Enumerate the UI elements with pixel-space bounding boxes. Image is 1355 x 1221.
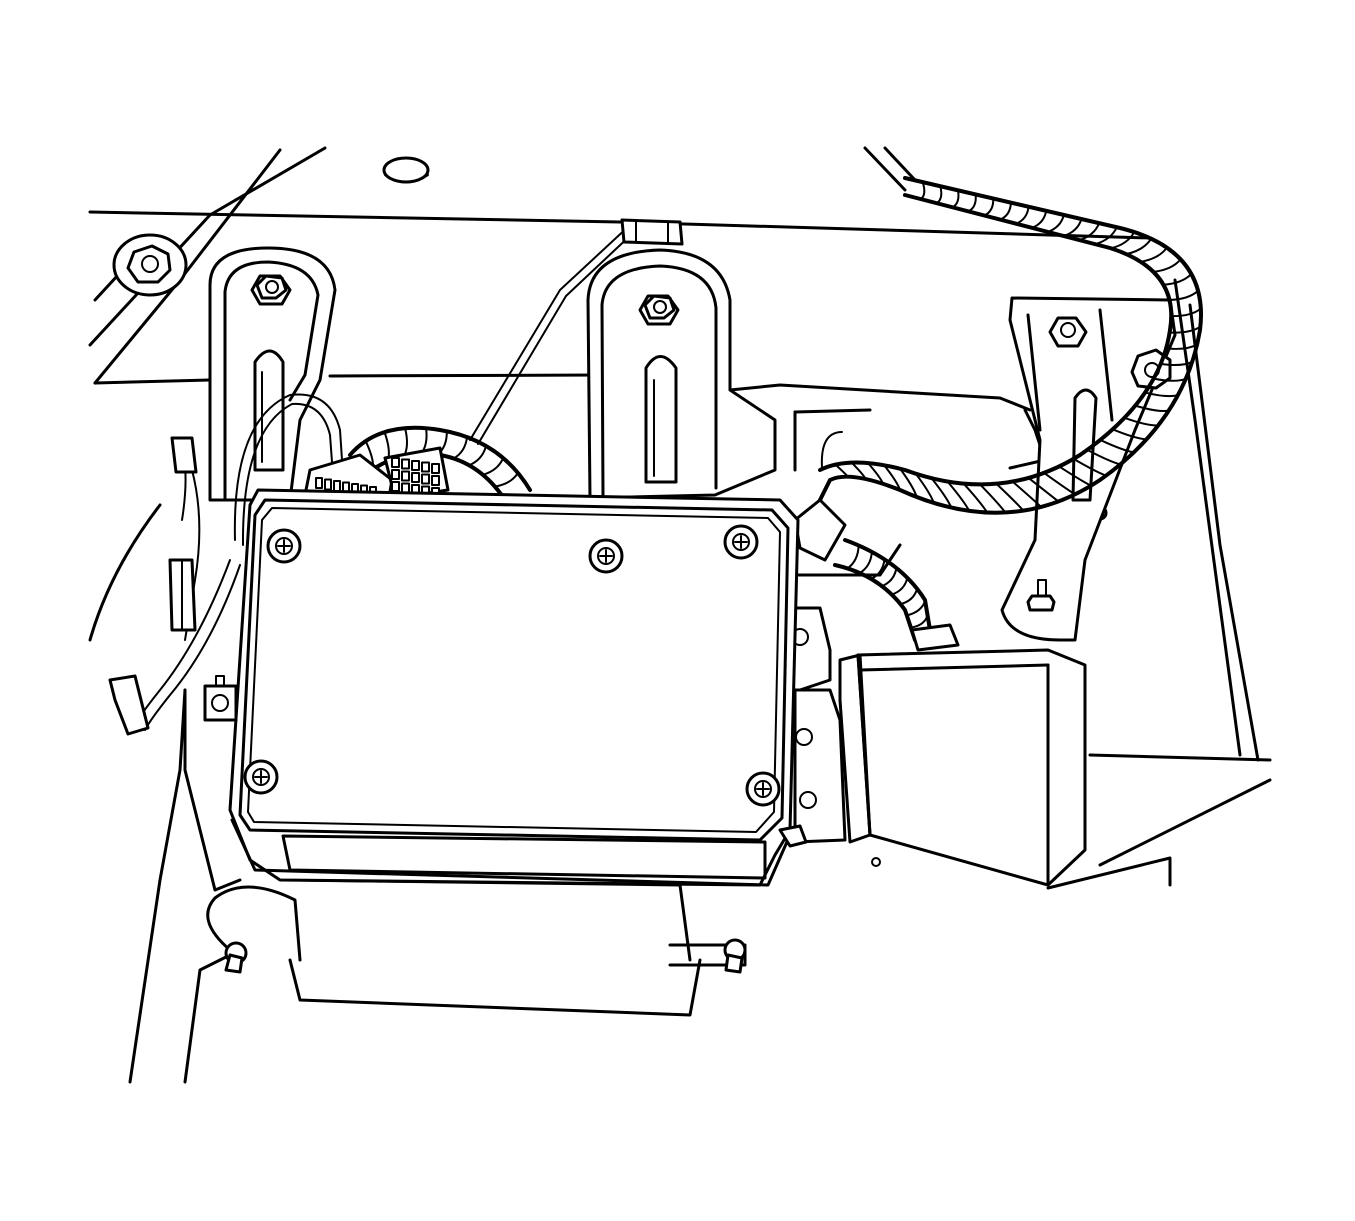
connector-pin [421, 473, 430, 485]
left-mounting-bracket [208, 246, 337, 502]
harness-connector-small [383, 446, 450, 500]
conduit-band [1072, 457, 1108, 477]
conduit-band [1043, 471, 1077, 496]
conduit-band [468, 444, 487, 467]
lower-left-screw [224, 941, 248, 974]
conduit-band [1030, 209, 1048, 229]
conduit-band [983, 197, 995, 217]
connector-pin [421, 461, 430, 473]
conduit-band [1094, 226, 1118, 246]
conduit-band [946, 480, 971, 512]
wiring-harness [108, 176, 1203, 736]
conduit-band [1165, 343, 1199, 350]
conduit-band [919, 181, 926, 201]
conduit-band [998, 201, 1012, 221]
conduit-band [914, 472, 935, 504]
connector-pin [411, 472, 420, 483]
conduit-band [1162, 272, 1193, 286]
conduit-band [1086, 448, 1122, 466]
conduit-band [1123, 416, 1160, 427]
conduit-band [909, 614, 929, 629]
conduit-band [1046, 213, 1065, 234]
conduit-band [493, 471, 519, 488]
conduit-band [883, 464, 902, 492]
module-tab-right [778, 824, 808, 848]
conduit-band [858, 550, 873, 575]
connector-pin [391, 469, 400, 480]
conduit-band [1139, 246, 1168, 263]
conduit-band [1109, 231, 1136, 250]
module-screw-top-center [588, 538, 624, 574]
connector-pin [391, 457, 400, 468]
connector-pin [401, 470, 410, 482]
connector-pin [431, 475, 440, 486]
conduit-band [905, 599, 927, 617]
connector-pin [391, 481, 400, 492]
lower-mounting-plate [183, 688, 747, 1084]
conduit-band [1159, 360, 1194, 367]
conduit-band [850, 461, 867, 480]
conduit-band [1125, 237, 1153, 256]
module-screw-bottom-right [745, 771, 781, 807]
conduit-band [899, 467, 918, 499]
lower-right-screw [723, 938, 747, 974]
connector-pin [333, 480, 341, 492]
connector-pin [401, 458, 410, 470]
connector-pin [324, 478, 332, 491]
control-module [228, 488, 800, 887]
connector-pin [411, 460, 420, 471]
conduit-band [1058, 465, 1092, 487]
module-screw-bottom-left [243, 759, 279, 795]
conduit-band [1062, 218, 1083, 238]
left-side-stud [203, 675, 238, 722]
conduit-band [995, 482, 1025, 512]
center-mounting-bracket [586, 248, 777, 500]
connector-pin [401, 482, 410, 494]
conduit-band [1144, 391, 1179, 398]
right-mounting-bracket [1000, 296, 1177, 642]
conduit-band [1168, 325, 1202, 334]
conduit-band [930, 477, 953, 509]
conduit-band [967, 193, 977, 213]
conduit-band [1027, 476, 1060, 503]
conduit-band [880, 567, 898, 588]
module-screw-top-right [723, 524, 759, 560]
connector-pin [431, 463, 440, 474]
conduit-band [1170, 307, 1202, 318]
conduit-band [1134, 404, 1170, 413]
conduit-band [481, 456, 505, 476]
conduit-band [452, 436, 468, 460]
stud-right-lower [1026, 579, 1056, 612]
conduit-band [1152, 258, 1182, 273]
conduit-band [1111, 428, 1148, 441]
module-screw-top-left [266, 528, 302, 564]
conduit-band [870, 558, 886, 580]
secondary-module-box [838, 648, 1087, 887]
conduit-band [1014, 205, 1030, 225]
conduit-band [402, 427, 408, 458]
stud-nut-left [250, 274, 292, 306]
conduit-band [962, 482, 989, 514]
conduit-band [899, 587, 919, 606]
conduit-band [1099, 438, 1135, 454]
conduit-band [834, 463, 849, 478]
conduit-band [1011, 480, 1043, 508]
conduit-band [1078, 222, 1101, 242]
stud-nut-center [638, 294, 680, 326]
upper-left-nut [112, 233, 188, 297]
connector-pin [315, 477, 323, 489]
conduit-band [890, 576, 909, 596]
conduit-band [979, 483, 1007, 514]
conduit-band [935, 185, 943, 205]
conduit-band [1168, 289, 1200, 301]
conduit-band [846, 544, 860, 570]
stud-nut-right-upper [1048, 316, 1088, 348]
conduit-band [1152, 377, 1187, 382]
conduit-band [866, 462, 885, 485]
conduit-band [951, 189, 960, 209]
